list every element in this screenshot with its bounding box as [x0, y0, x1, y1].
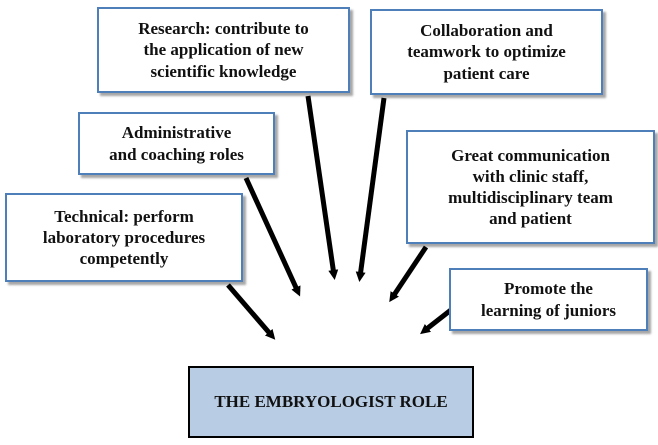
- role-box-technical: Technical: perform laboratory procedures…: [5, 193, 243, 282]
- arrow-communication: [389, 245, 429, 303]
- role-label-collaboration: Collaboration and teamwork to optimize p…: [407, 21, 566, 83]
- role-box-promote: Promote the learning of juniors: [449, 268, 648, 331]
- role-label-administrative: Administrative and coaching roles: [109, 123, 244, 164]
- role-label-technical: Technical: perform laboratory procedures…: [42, 206, 206, 269]
- role-box-collaboration: Collaboration and teamwork to optimize p…: [370, 9, 603, 95]
- arrow-technical: [226, 283, 276, 340]
- center-box-embryologist-role: THE EMBRYOLOGIST ROLE: [188, 366, 474, 438]
- role-label-communication: Great communication with clinic staff, m…: [448, 145, 613, 229]
- arrow-research: [305, 95, 339, 280]
- arrow-administrative: [243, 176, 301, 297]
- role-box-research: Research: contribute to the application …: [97, 7, 350, 93]
- role-label-promote: Promote the learning of juniors: [480, 279, 617, 320]
- role-label-research: Research: contribute to the application …: [138, 19, 309, 81]
- role-box-administrative: Administrative and coaching roles: [78, 112, 275, 175]
- role-box-communication: Great communication with clinic staff, m…: [406, 130, 655, 244]
- center-label: THE EMBRYOLOGIST ROLE: [214, 392, 448, 412]
- arrow-collaboration: [355, 97, 387, 282]
